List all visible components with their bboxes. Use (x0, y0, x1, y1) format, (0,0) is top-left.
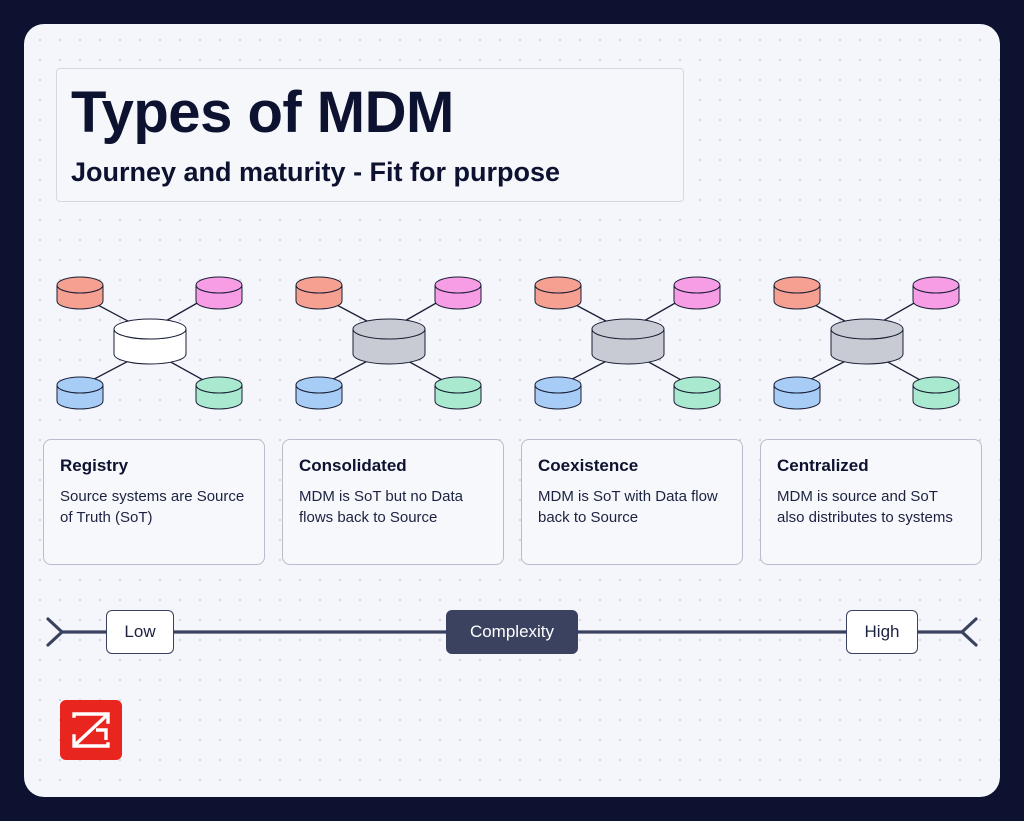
diagram-coexistence (534, 276, 721, 410)
mdm-diagrams (46, 276, 978, 647)
mdm-hub-database (113, 318, 187, 365)
source-database-top-right (434, 276, 482, 310)
diagram-registry (56, 276, 243, 410)
scale-complexity-label: Complexity (446, 610, 578, 654)
infographic-card: Types of MDM Journey and maturity - Fit … (24, 24, 1000, 797)
type-card-coexistence: Coexistence MDM is SoT with Data flow ba… (521, 439, 743, 565)
type-card-centralized: Centralized MDM is source and SoT also d… (760, 439, 982, 565)
type-card-consolidated: Consolidated MDM is SoT but no Data flow… (282, 439, 504, 565)
type-title: Coexistence (538, 456, 639, 475)
scale-high-label: High (846, 610, 918, 654)
source-database-bottom-left (56, 376, 104, 410)
type-title: Consolidated (299, 456, 407, 475)
source-database-top-left (295, 276, 343, 310)
source-database-bottom-right (673, 376, 721, 410)
source-database-top-left (534, 276, 582, 310)
page-subtitle: Journey and maturity - Fit for purpose (71, 157, 561, 187)
z-logo-icon (60, 700, 122, 760)
type-description: MDM is source and SoT also distributes t… (777, 488, 953, 526)
mdm-hub-database (830, 318, 904, 365)
source-database-bottom-right (434, 376, 482, 410)
mdm-hub-database (352, 318, 426, 365)
source-database-top-right (912, 276, 960, 310)
type-description: MDM is SoT but no Data flows back to Sou… (299, 488, 463, 526)
mdm-hub-database (591, 318, 665, 365)
source-database-top-left (56, 276, 104, 310)
title-box: Types of MDM Journey and maturity - Fit … (56, 68, 684, 202)
scale-low-label: Low (106, 610, 174, 654)
diagram-consolidated (295, 276, 482, 410)
source-database-top-left (773, 276, 821, 310)
source-database-bottom-right (912, 376, 960, 410)
source-database-bottom-right (195, 376, 243, 410)
source-database-bottom-left (773, 376, 821, 410)
type-description: Source systems are Source of Truth (SoT) (60, 488, 245, 526)
type-card-registry: Registry Source systems are Source of Tr… (43, 439, 265, 565)
page-title: Types of MDM (71, 80, 454, 145)
type-description: MDM is SoT with Data flow back to Source (538, 488, 718, 526)
source-database-top-right (673, 276, 721, 310)
source-database-bottom-left (534, 376, 582, 410)
diagram-centralized (773, 276, 960, 410)
type-title: Registry (60, 456, 129, 475)
source-database-top-right (195, 276, 243, 310)
source-database-bottom-left (295, 376, 343, 410)
type-title: Centralized (777, 456, 869, 475)
